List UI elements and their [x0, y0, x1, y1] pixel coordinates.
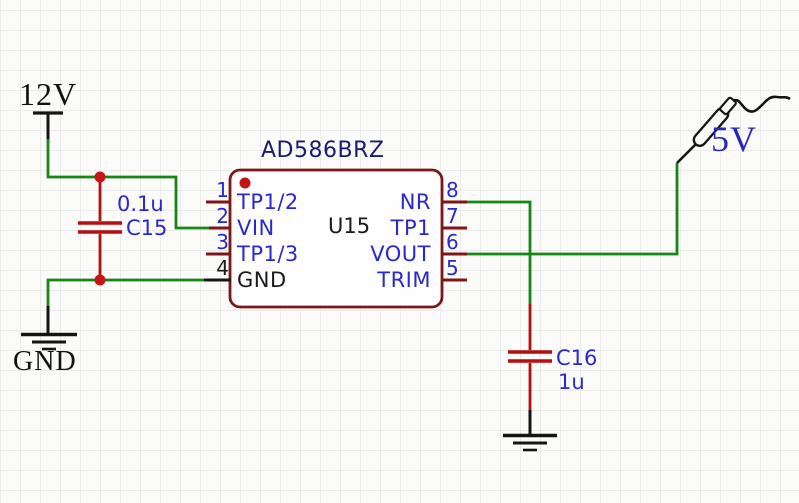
pin-number-6: 6 [446, 230, 459, 254]
probe-symbol-5v[interactable] [676, 95, 791, 164]
pin-number-7: 7 [446, 204, 459, 228]
pin-name-tp1: TP1 [390, 216, 431, 240]
capacitor-c15-symbol[interactable] [78, 178, 122, 279]
junction-dot-bottom [94, 274, 106, 286]
pin-number-2: 2 [216, 204, 229, 228]
capacitor-c16-value[interactable]: 1u [558, 370, 585, 394]
ic-right-pin-stubs [441, 200, 467, 282]
junction-dot-top [94, 171, 106, 183]
pin-number-3: 3 [216, 230, 229, 254]
ic-u15-symbol[interactable] [204, 168, 467, 309]
wire-nr-to-c16[interactable] [467, 200, 532, 305]
pin-name-gnd: GND [237, 268, 287, 292]
capacitor-c16-symbol[interactable] [508, 304, 552, 411]
pin-number-8: 8 [446, 178, 459, 202]
pin-number-1: 1 [216, 178, 229, 202]
pin-number-5: 5 [446, 256, 459, 280]
ic-reference[interactable]: U15 [328, 214, 371, 238]
net-label-gnd[interactable]: GND [13, 346, 77, 377]
ground-symbol-right[interactable] [503, 410, 557, 452]
ic-left-pin-stubs [206, 200, 231, 256]
capacitor-c15-value[interactable]: 0.1u [117, 192, 164, 216]
capacitor-c16-reference[interactable]: C16 [556, 346, 598, 370]
net-label-12v[interactable]: 12V [19, 76, 78, 112]
pin-name-nr: NR [399, 190, 431, 214]
wire-12v-to-vin[interactable] [46, 139, 209, 230]
pin-name-vout: VOUT [370, 242, 431, 266]
pin-name-trim: TRIM [377, 268, 431, 292]
pin-name-tp1-2: TP1/2 [237, 190, 299, 214]
power-symbol-12v[interactable] [33, 111, 63, 140]
wire-ground-rail[interactable] [46, 278, 204, 307]
net-label-5v[interactable]: 5V [711, 119, 757, 159]
pin-name-vin: VIN [237, 216, 275, 240]
wire-vout-to-5v[interactable] [467, 163, 679, 256]
pin-name-tp1-3: TP1/3 [237, 242, 299, 266]
capacitor-c15-reference[interactable]: C15 [126, 216, 168, 240]
ground-symbol-left[interactable] [21, 306, 77, 351]
pin1-marker-dot [239, 177, 251, 189]
pin-number-4: 4 [216, 256, 229, 280]
ic-part-number[interactable]: AD586BRZ [261, 138, 385, 163]
